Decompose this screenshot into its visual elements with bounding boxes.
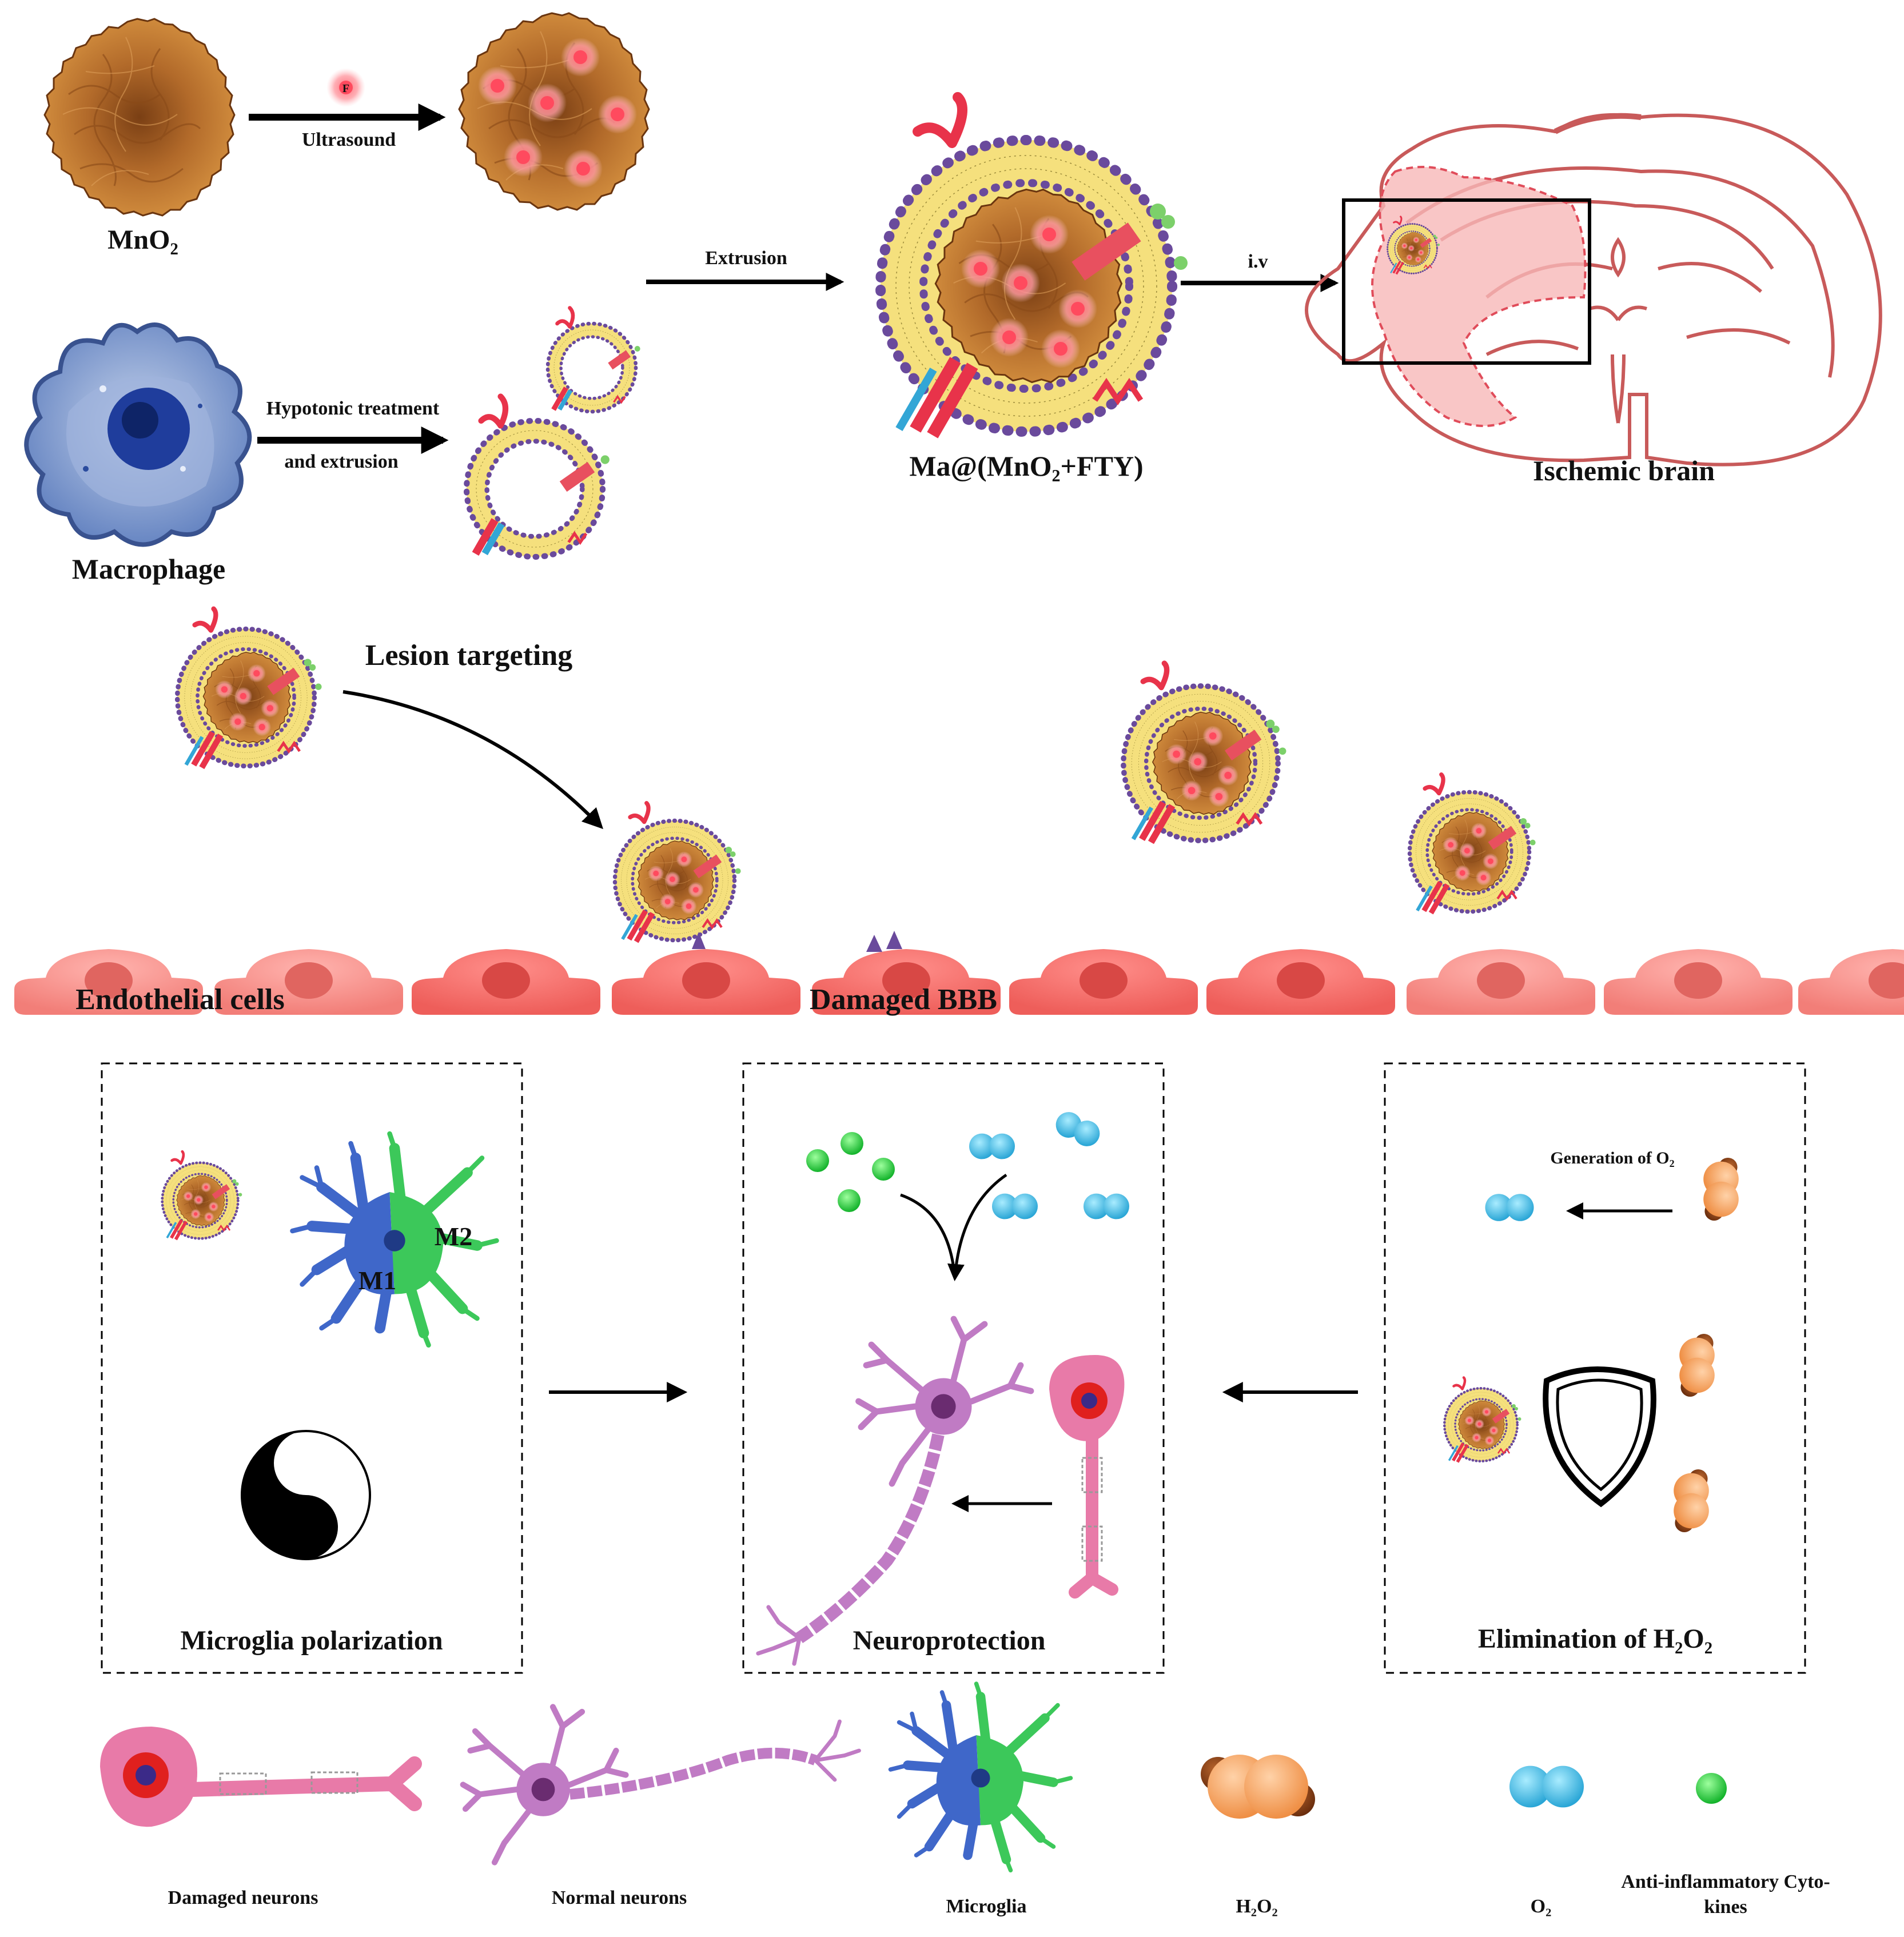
legend-cytokine-icon <box>1696 1773 1727 1804</box>
lesion-targeting-arrow <box>342 690 604 830</box>
shield-icon <box>1543 1366 1656 1508</box>
hypotonic-label-line2: and extrusion <box>284 451 398 472</box>
small-vesicle-icon <box>548 308 640 412</box>
elim-o2-icon <box>1485 1194 1534 1221</box>
m1-label: M1 <box>359 1266 396 1295</box>
legend-microglia-label: Microglia <box>946 1896 1027 1917</box>
legend-normal-neurons-label: Normal neurons <box>552 1887 687 1908</box>
panel-normal-neuron-icon <box>756 1319 1031 1666</box>
mno2-label: MnO₂ <box>107 225 178 255</box>
panel-nanoparticle-icon <box>162 1151 242 1240</box>
panel-converge-arrow <box>900 1173 1007 1278</box>
nanoparticle-bound-icon <box>615 803 740 943</box>
elimination-h2o2-panel: Generation of O₂ Elimination of H₂O₂ <box>1384 1062 1806 1674</box>
elimination-h2o2-label: Elimination of H₂O₂ <box>1478 1624 1712 1654</box>
lesion-targeting-label: Lesion targeting <box>365 639 573 672</box>
ultrasound-label: Ultrasound <box>302 129 396 150</box>
endothelial-cells-label: Endothelial cells <box>75 983 284 1016</box>
svg-text:F: F <box>342 82 349 95</box>
drug-dot-icon: F <box>326 68 365 107</box>
panel-o2-molecules <box>969 1107 1129 1219</box>
generation-o2-label: Generation of O₂ <box>1550 1149 1674 1167</box>
panel-cytokines <box>806 1132 895 1212</box>
damaged-bbb-label: Damaged BBB <box>810 983 997 1016</box>
legend-h2o2-label: H₂O₂ <box>1236 1896 1277 1917</box>
legend-damaged-neurons-label: Damaged neurons <box>168 1887 318 1908</box>
lesion-area <box>1371 166 1587 427</box>
nanoparticle-circulating-2-icon <box>1409 775 1535 915</box>
legend-o2-icon <box>1509 1765 1584 1808</box>
legend-cytokines-label-line1: Anti-inflammatory Cyto- <box>1621 1871 1830 1892</box>
legend-damaged-neuron-icon <box>100 1727 422 1827</box>
nanoparticle-lesion-1-icon <box>177 609 321 769</box>
nanoparticle-label: Ma@(MnO₂+FTY) <box>909 450 1143 482</box>
elim-h2o2-mid-icon <box>1679 1334 1715 1397</box>
zoom-box <box>1342 198 1591 365</box>
legend-normal-neuron-icon <box>463 1707 861 1863</box>
legend-cytokines-label-line2: kines <box>1704 1896 1747 1918</box>
yin-yang-icon <box>241 1430 371 1560</box>
mno2-particle-icon <box>43 18 236 217</box>
macrophage-icon <box>24 322 252 547</box>
iv-label: i.v <box>1248 251 1268 272</box>
microglia-polarization-panel: M1 M2 Microglia polarization <box>101 1062 523 1674</box>
large-vesicle-icon <box>467 397 610 557</box>
macrophage-label: Macrophage <box>72 553 225 585</box>
hypotonic-label-line1: Hypotonic treatment <box>266 398 440 419</box>
elim-h2o2-top-icon <box>1703 1158 1739 1221</box>
neuroprotection-label: Neuroprotection <box>853 1625 1046 1656</box>
neuroprotection-panel: Neuroprotection <box>742 1062 1165 1674</box>
legend-microglia-icon <box>891 1684 1071 1870</box>
nanoparticle-circulating-1-icon <box>1124 663 1286 844</box>
microglia-polarization-label: Microglia polarization <box>180 1625 443 1656</box>
panel-damaged-neuron-icon <box>1049 1355 1125 1599</box>
ischemic-brain-label: Ischemic brain <box>1533 455 1715 487</box>
elim-h2o2-bottom-icon <box>1674 1469 1709 1532</box>
legend-h2o2-icon <box>1201 1755 1315 1819</box>
brain-icon <box>1305 113 1882 467</box>
extrusion-label: Extrusion <box>705 248 787 269</box>
m2-label: M2 <box>435 1222 472 1251</box>
legend: Damaged neurons Normal neurons Microglia… <box>100 1684 1830 1918</box>
elim-nanoparticle-icon <box>1444 1378 1521 1463</box>
endothelial-layer <box>14 931 1904 1015</box>
legend-o2-label: O₂ <box>1531 1896 1552 1917</box>
nanoparticle-icon <box>881 97 1188 439</box>
loaded-mno2-particle-icon <box>458 12 650 211</box>
